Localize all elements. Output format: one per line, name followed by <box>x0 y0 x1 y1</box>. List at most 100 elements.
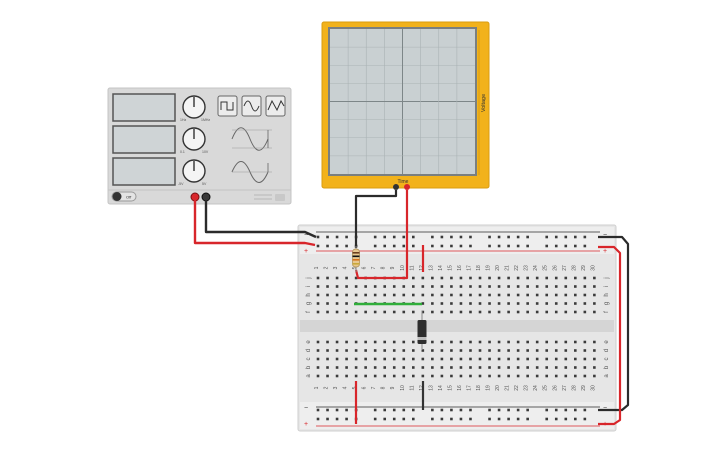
rail-hole[interactable] <box>469 408 472 412</box>
breadboard-hole[interactable] <box>478 276 482 280</box>
breadboard-hole[interactable] <box>354 366 358 369</box>
rail-hole[interactable] <box>392 235 396 239</box>
breadboard-hole[interactable] <box>507 276 510 280</box>
rail-hole[interactable] <box>402 408 406 412</box>
rail-hole[interactable] <box>554 408 558 412</box>
rail-hole[interactable] <box>373 408 377 412</box>
breadboard-hole[interactable] <box>421 374 425 378</box>
breadboard-hole[interactable] <box>373 310 377 314</box>
breadboard-hole[interactable] <box>373 366 377 369</box>
rail-hole[interactable] <box>507 417 510 421</box>
breadboard-hole[interactable] <box>478 340 482 344</box>
wire-right-black[interactable] <box>598 235 630 412</box>
breadboard-hole[interactable] <box>593 302 596 305</box>
breadboard-hole[interactable] <box>440 374 444 378</box>
breadboard-hole[interactable] <box>535 374 539 378</box>
breadboard-hole[interactable] <box>373 340 377 344</box>
rail-hole[interactable] <box>497 235 501 239</box>
rail-hole[interactable] <box>545 235 549 239</box>
breadboard-hole[interactable] <box>497 366 501 369</box>
breadboard-hole[interactable] <box>364 285 367 288</box>
breadboard-hole[interactable] <box>497 374 501 378</box>
breadboard-hole[interactable] <box>526 357 529 361</box>
rail-hole[interactable] <box>459 244 463 248</box>
function-generator[interactable]: 1Hz 1MHz 0.1 10V -5V 5V <box>107 87 292 205</box>
breadboard-hole[interactable] <box>459 276 463 280</box>
breadboard-hole[interactable] <box>364 374 367 378</box>
rail-hole[interactable] <box>574 244 577 248</box>
rail-hole[interactable] <box>412 408 415 412</box>
rail-hole[interactable] <box>316 417 320 421</box>
wires[interactable] <box>193 190 630 426</box>
breadboard-hole[interactable] <box>459 374 463 378</box>
breadboard-hole[interactable] <box>402 349 406 352</box>
breadboard-hole[interactable] <box>450 357 453 361</box>
rail-hole[interactable] <box>316 408 320 412</box>
breadboard-hole[interactable] <box>392 349 396 352</box>
breadboard-hole[interactable] <box>535 285 539 288</box>
breadboard-hole[interactable] <box>545 349 549 352</box>
breadboard-hole[interactable] <box>392 310 396 314</box>
breadboard-hole[interactable] <box>535 302 539 305</box>
breadboard-hole[interactable] <box>421 366 425 369</box>
oscilloscope-negative-probe[interactable] <box>393 184 399 190</box>
breadboard-hole[interactable] <box>507 293 510 297</box>
breadboard-hole[interactable] <box>593 366 596 369</box>
breadboard-hole[interactable] <box>488 349 491 352</box>
wire-scope-positive[interactable] <box>354 190 409 280</box>
breadboard-hole[interactable] <box>507 374 510 378</box>
breadboard-hole[interactable] <box>316 285 320 288</box>
breadboard-hole[interactable] <box>459 340 463 344</box>
rail-hole[interactable] <box>564 417 568 421</box>
breadboard-hole[interactable] <box>345 374 348 378</box>
breadboard-hole[interactable] <box>421 357 425 361</box>
rail-hole[interactable] <box>488 235 491 239</box>
breadboard-hole[interactable] <box>412 340 415 344</box>
breadboard-hole[interactable] <box>402 374 406 378</box>
breadboard-hole[interactable] <box>497 340 501 344</box>
breadboard-hole[interactable] <box>354 285 358 288</box>
breadboard-hole[interactable] <box>488 340 491 344</box>
rail-hole[interactable] <box>440 417 444 421</box>
rail-hole[interactable] <box>583 417 587 421</box>
breadboard-hole[interactable] <box>316 340 320 344</box>
rail-hole[interactable] <box>326 417 329 421</box>
breadboard-hole[interactable] <box>535 310 539 314</box>
breadboard-hole[interactable] <box>392 340 396 344</box>
breadboard-hole[interactable] <box>345 340 348 344</box>
rail-hole[interactable] <box>392 417 396 421</box>
breadboard-hole[interactable] <box>535 293 539 297</box>
breadboard-hole[interactable] <box>326 357 329 361</box>
breadboard-hole[interactable] <box>402 293 406 297</box>
breadboard-hole[interactable] <box>431 293 434 297</box>
breadboard-hole[interactable] <box>364 293 367 297</box>
breadboard-hole[interactable] <box>326 302 329 305</box>
breadboard-hole[interactable] <box>421 310 425 314</box>
breadboard-hole[interactable] <box>583 366 587 369</box>
rail-hole[interactable] <box>545 244 549 248</box>
rail-hole[interactable] <box>392 408 396 412</box>
rail-hole[interactable] <box>497 408 501 412</box>
breadboard-hole[interactable] <box>431 357 434 361</box>
breadboard-hole[interactable] <box>574 357 577 361</box>
breadboard-hole[interactable] <box>593 293 596 297</box>
breadboard-hole[interactable] <box>554 349 558 352</box>
breadboard-hole[interactable] <box>554 276 558 280</box>
breadboard-hole[interactable] <box>593 357 596 361</box>
rail-hole[interactable] <box>554 244 558 248</box>
breadboard-hole[interactable] <box>316 302 320 305</box>
breadboard-hole[interactable] <box>402 357 406 361</box>
rail-hole[interactable] <box>497 417 501 421</box>
diode[interactable] <box>417 311 427 350</box>
breadboard-hole[interactable] <box>526 285 529 288</box>
breadboard-hole[interactable] <box>469 276 472 280</box>
breadboard-hole[interactable] <box>554 366 558 369</box>
breadboard-hole[interactable] <box>564 293 568 297</box>
rail-hole[interactable] <box>440 408 444 412</box>
breadboard-hole[interactable] <box>583 302 587 305</box>
rail-hole[interactable] <box>383 244 387 248</box>
rail-hole[interactable] <box>526 417 529 421</box>
rail-hole[interactable] <box>316 244 320 248</box>
square-wave-button[interactable] <box>217 95 238 117</box>
breadboard-hole[interactable] <box>316 374 320 378</box>
